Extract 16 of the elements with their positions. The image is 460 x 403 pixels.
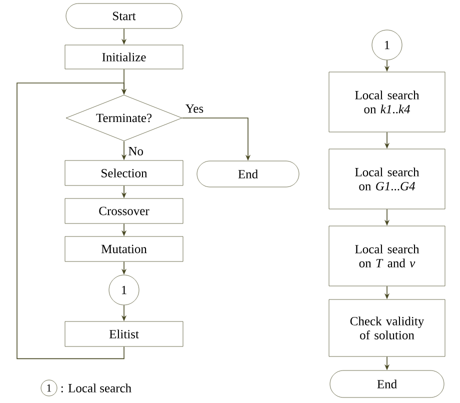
process-box: Elitist: [64, 321, 184, 347]
terminal-box: End: [330, 370, 444, 398]
legend-text: : Local search: [61, 384, 132, 392]
process-box: Local search on k1..k4: [328, 72, 446, 132]
process-box: Mutation: [64, 236, 184, 262]
terminal-box: End: [196, 160, 300, 188]
terminal-box: Start: [66, 3, 182, 29]
process-box: Initialize: [64, 44, 184, 70]
process-box: Crossover: [64, 198, 184, 224]
edge-label: No: [127, 146, 144, 156]
process-box: Local search on G1...G4: [328, 148, 446, 210]
edge-label: Yes: [184, 104, 205, 114]
process-box: Selection: [64, 160, 184, 186]
process-box: Check validity of solution: [328, 299, 446, 357]
arrow: [16, 82, 127, 360]
process-box: Local search on T and v: [328, 226, 446, 286]
